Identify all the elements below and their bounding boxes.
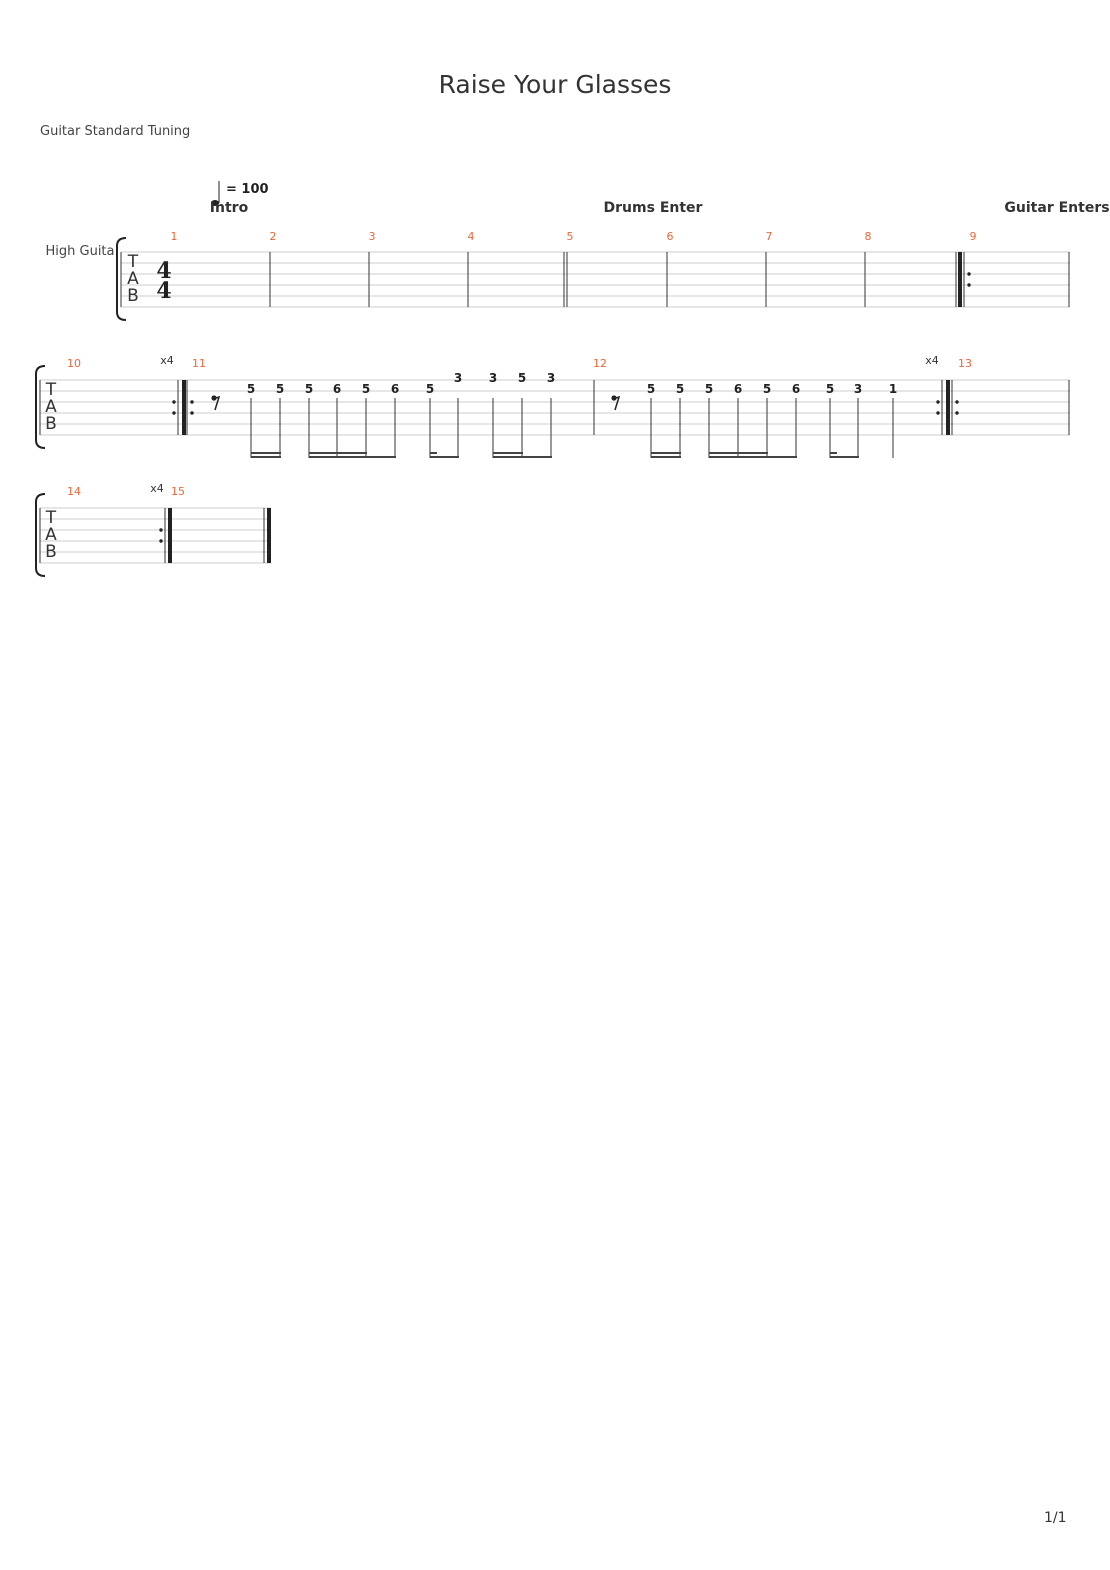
system-brace — [35, 493, 46, 577]
measure-number: 3 — [369, 230, 376, 243]
fret-number: 5 — [518, 371, 526, 385]
thick-barline — [182, 380, 186, 435]
fret-number: 5 — [763, 382, 771, 396]
repeat-dot — [159, 539, 163, 543]
measure-number: 5 — [567, 230, 574, 243]
measure-number: 4 — [468, 230, 475, 243]
tempo-note-icon — [211, 200, 219, 206]
repeat-dot — [936, 400, 940, 404]
measure-number: 6 — [667, 230, 674, 243]
tab-clef-letter: T — [45, 508, 57, 528]
track-name: High Guita — [46, 244, 115, 259]
section-label: Intro — [210, 200, 249, 216]
tempo-marking: = 100 — [226, 182, 269, 197]
section-label: Guitar Enters — [1004, 200, 1109, 216]
measure-number: 13 — [958, 357, 972, 370]
eighth-rest — [212, 395, 221, 411]
fret-number: 1 — [889, 382, 897, 396]
beam — [493, 452, 523, 454]
tab-clef-letter: B — [127, 286, 139, 306]
fret-number: 6 — [391, 382, 399, 396]
eighth-rest — [612, 395, 621, 411]
fret-number: 5 — [647, 382, 655, 396]
measure-number: 10 — [67, 357, 81, 370]
fret-number: 5 — [705, 382, 713, 396]
beam — [709, 452, 768, 454]
beam — [651, 456, 681, 458]
thick-barline — [946, 380, 950, 435]
repeat-dot — [955, 400, 959, 404]
thick-barline — [267, 508, 271, 563]
fret-number: 3 — [489, 371, 497, 385]
page-number: 1/1 — [1044, 1510, 1067, 1526]
measure-number: 14 — [67, 485, 81, 498]
measure-number: 9 — [970, 230, 977, 243]
measure-number: 11 — [192, 357, 206, 370]
tab-clef-letter: T — [127, 252, 139, 272]
measure-number: 8 — [865, 230, 872, 243]
fret-number: 6 — [333, 382, 341, 396]
fret-number: 5 — [826, 382, 834, 396]
repeat-count: x4 — [925, 354, 939, 367]
measure-number: 1 — [171, 230, 178, 243]
time-signature-bottom: 4 — [156, 278, 171, 304]
measure-number: 2 — [270, 230, 277, 243]
system-brace — [116, 237, 127, 321]
measure-number: 15 — [171, 485, 185, 498]
beam — [430, 456, 459, 458]
tuning-label: Guitar Standard Tuning — [40, 124, 191, 139]
repeat-count: x4 — [160, 354, 174, 367]
repeat-dot — [967, 272, 971, 276]
tab-clef-letter: B — [45, 414, 57, 434]
beam — [251, 452, 281, 454]
measure-number: 7 — [766, 230, 773, 243]
tab-clef-letter: A — [127, 269, 139, 289]
fret-number: 5 — [426, 382, 434, 396]
measure-number: 12 — [593, 357, 607, 370]
tab-clef-letter: T — [45, 380, 57, 400]
repeat-dot — [190, 411, 194, 415]
fret-number: 3 — [547, 371, 555, 385]
fret-number: 5 — [362, 382, 370, 396]
repeat-dot — [172, 411, 176, 415]
beam — [309, 456, 396, 458]
beam — [251, 456, 281, 458]
system-brace — [35, 365, 46, 449]
thick-barline — [168, 508, 172, 563]
beam — [830, 452, 837, 454]
fret-number: 3 — [454, 371, 462, 385]
thick-barline — [958, 252, 962, 307]
fret-number: 5 — [305, 382, 313, 396]
time-signature-top: 4 — [156, 258, 171, 284]
repeat-dot — [172, 400, 176, 404]
section-label: Drums Enter — [604, 200, 703, 216]
beam — [651, 452, 681, 454]
beam — [709, 456, 797, 458]
song-title: Raise Your Glasses — [438, 70, 672, 99]
tab-clef-letter: A — [45, 525, 57, 545]
fret-number: 6 — [734, 382, 742, 396]
fret-number: 5 — [247, 382, 255, 396]
fret-number: 5 — [676, 382, 684, 396]
tab-clef-letter: A — [45, 397, 57, 417]
repeat-dot — [159, 528, 163, 532]
fret-number: 6 — [792, 382, 800, 396]
beam — [830, 456, 859, 458]
tab-clef-letter: B — [45, 542, 57, 562]
fret-number: 5 — [276, 382, 284, 396]
repeat-dot — [967, 283, 971, 287]
repeat-dot — [936, 411, 940, 415]
beam — [430, 452, 437, 454]
repeat-dot — [190, 400, 194, 404]
beam — [309, 452, 367, 454]
beam — [493, 456, 552, 458]
repeat-dot — [955, 411, 959, 415]
fret-number: 3 — [854, 382, 862, 396]
repeat-count: x4 — [150, 482, 164, 495]
